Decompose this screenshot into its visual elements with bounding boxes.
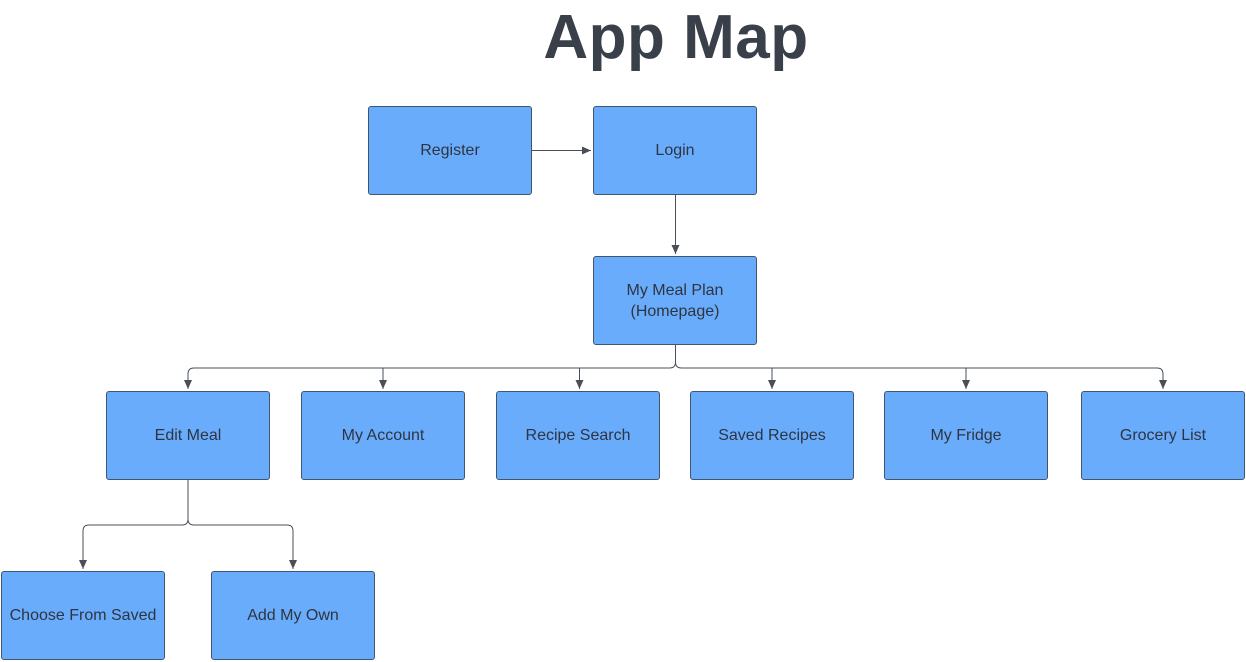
node-saved-recipes: Saved Recipes xyxy=(690,391,854,480)
node-register: Register xyxy=(368,106,532,195)
edge-edit-meal-choose-saved xyxy=(79,480,189,569)
node-login: Login xyxy=(593,106,757,195)
node-my-account: My Account xyxy=(301,391,465,480)
edge-edit-meal-add-own xyxy=(187,518,297,569)
node-add-my-own: Add My Own xyxy=(211,571,375,660)
node-edit-meal: Edit Meal xyxy=(106,391,270,480)
node-my-fridge: My Fridge xyxy=(884,391,1048,480)
node-choose-from-saved: Choose From Saved xyxy=(1,571,165,660)
node-grocery-list: Grocery List xyxy=(1081,391,1245,480)
edge-home-saved-recipes xyxy=(675,361,1167,389)
diagram-title: App Map xyxy=(543,3,809,72)
node-recipe-search: Recipe Search xyxy=(496,391,660,480)
node-my-meal-plan-homepage: My Meal Plan (Homepage) xyxy=(593,256,757,345)
edge-home-edit-meal xyxy=(184,345,676,389)
